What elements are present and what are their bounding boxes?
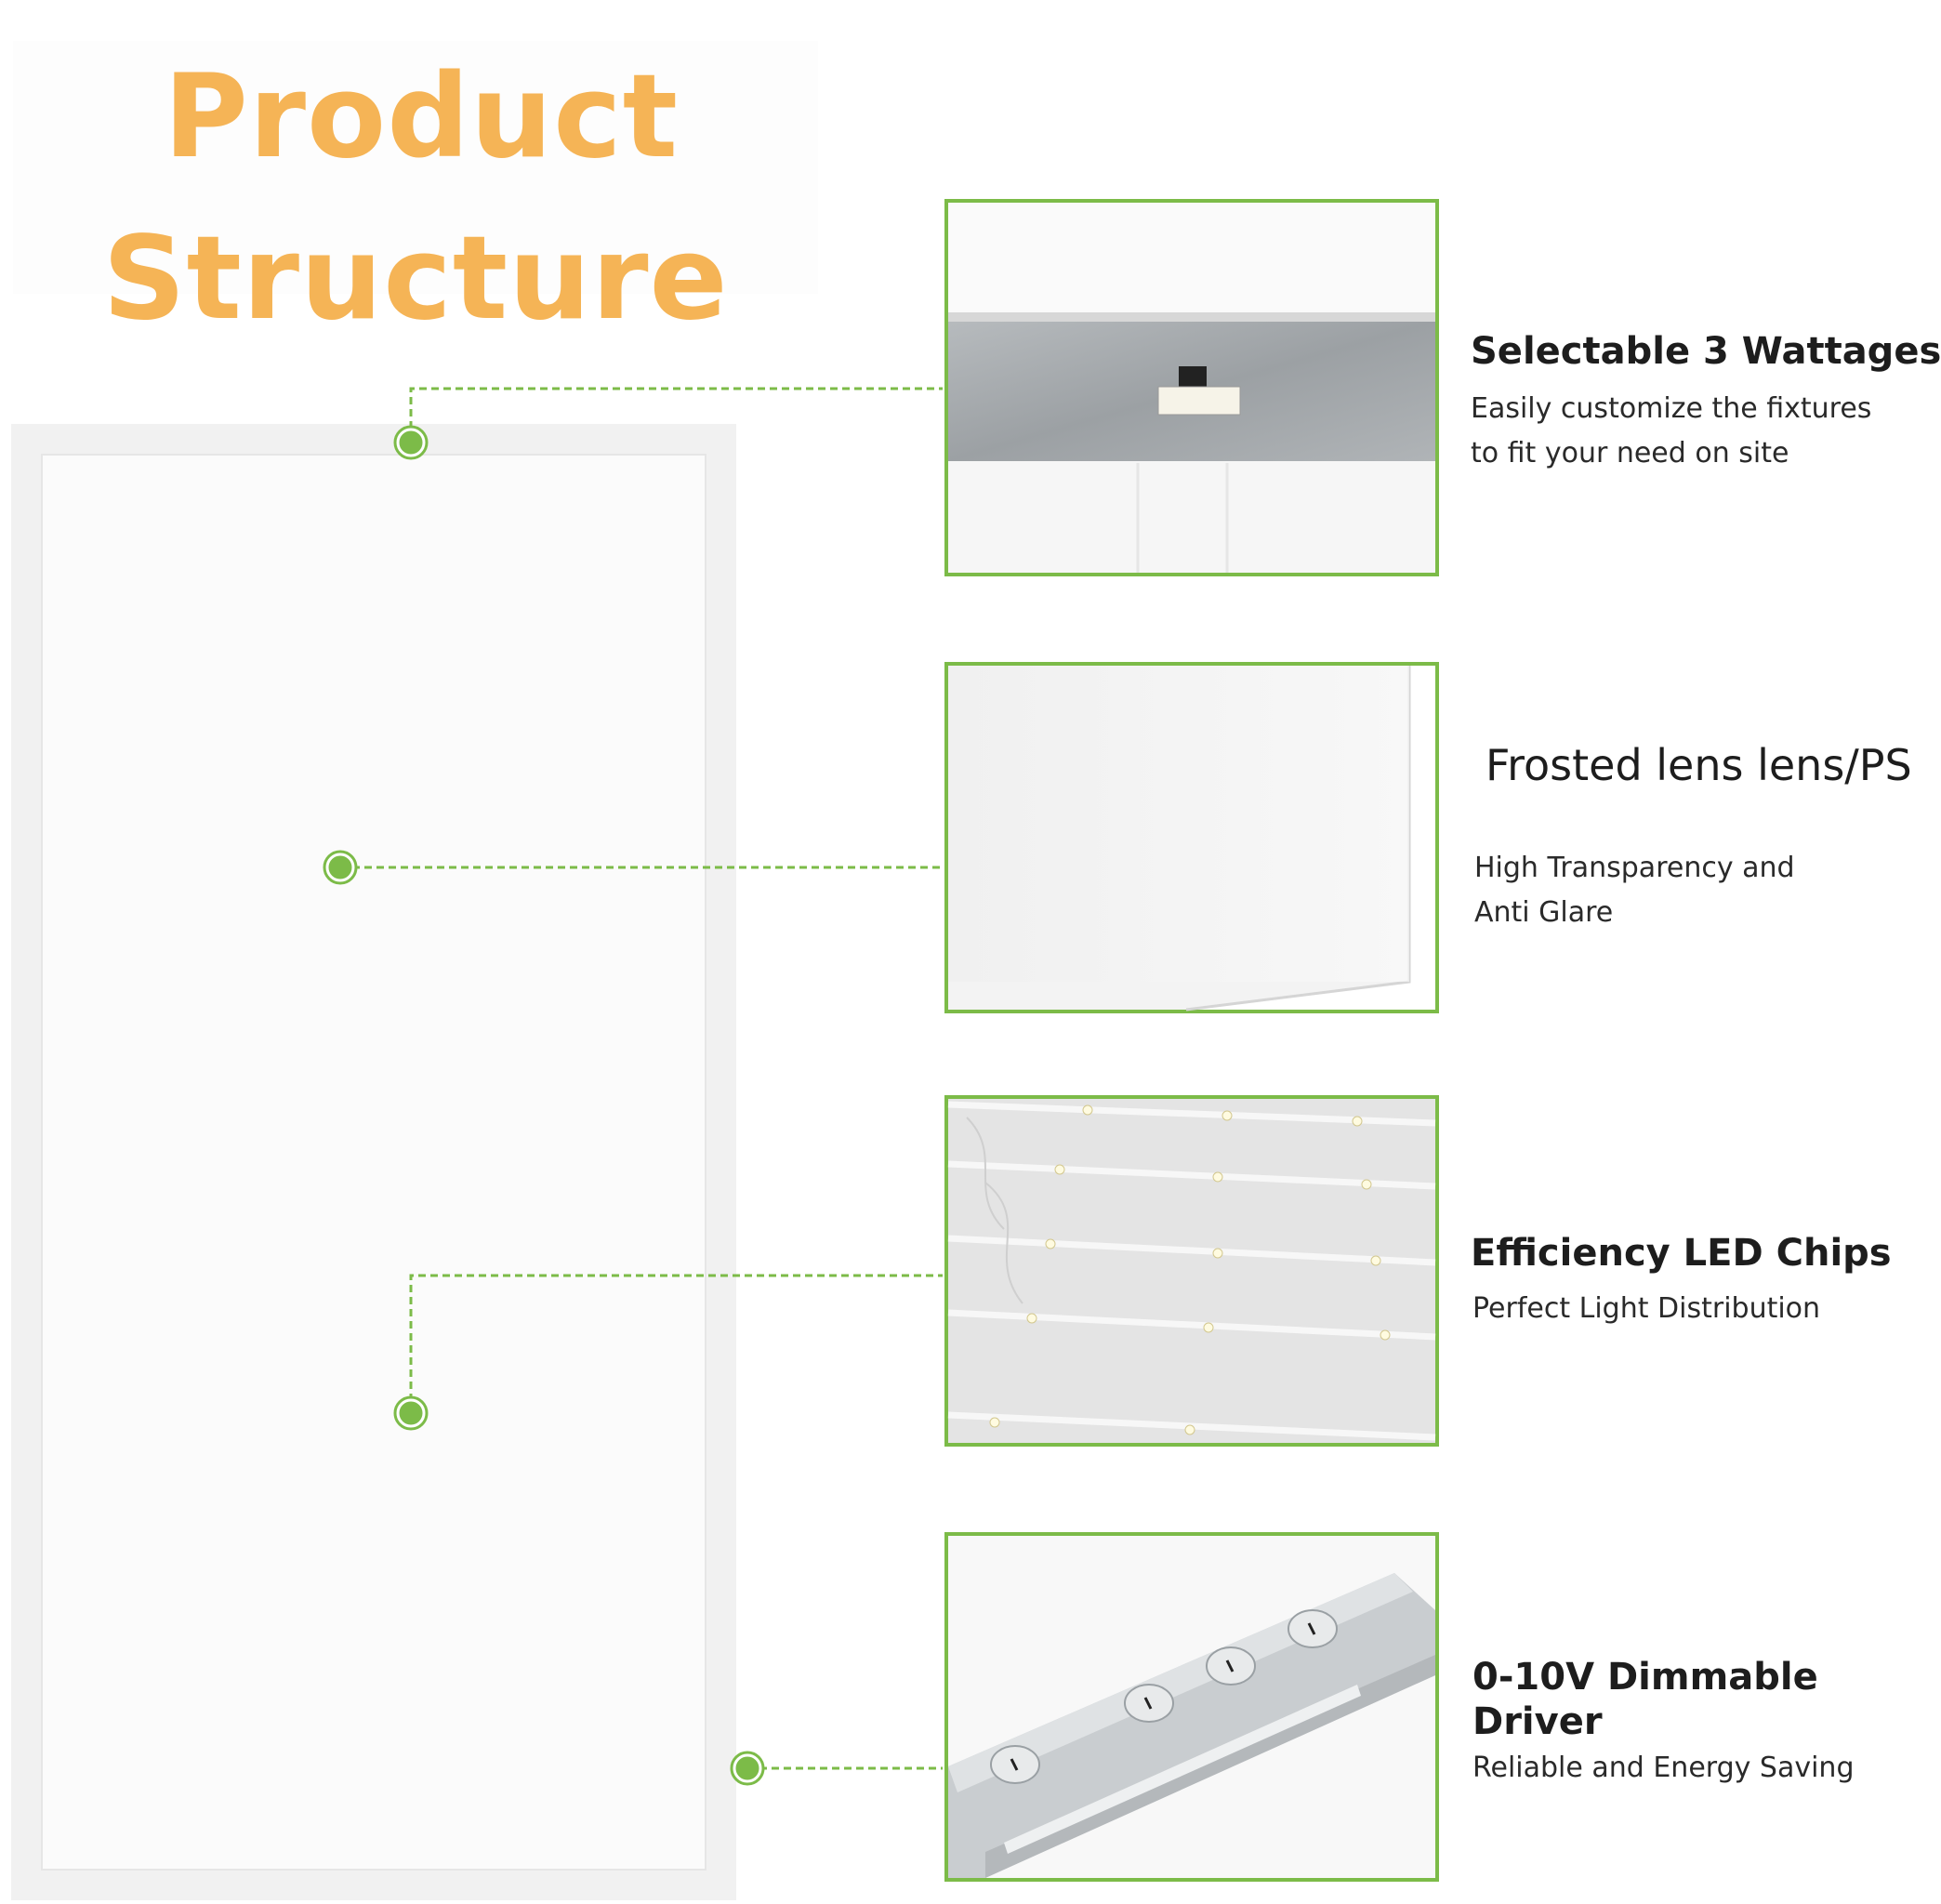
frosted-lens-photo <box>944 662 1439 1013</box>
feature-title-lens: Frosted lens lens/PS <box>1485 740 1912 790</box>
led-panel-image <box>11 424 736 1900</box>
feature-desc-lens-line2: Anti Glare <box>1474 896 1614 929</box>
feature-title-driver-line1: 0-10V Dimmable <box>1472 1656 1818 1699</box>
connector-dot-driver <box>731 1752 764 1785</box>
page-title-line2: Structure <box>102 212 729 346</box>
feature-desc-driver: Reliable and Energy Saving <box>1472 1752 1855 1784</box>
led-panel-face <box>41 454 706 1871</box>
page-title-line1: Product <box>163 50 680 184</box>
wattage-switch-photo <box>944 199 1439 576</box>
led-chips-photo <box>944 1095 1439 1447</box>
feature-desc-wattages-line2: to fit your need on site <box>1471 437 1789 469</box>
feature-title-wattages: Selectable 3 Wattages <box>1471 330 1941 373</box>
feature-title-led: Efficiency LED Chips <box>1471 1232 1892 1275</box>
dimmable-driver-photo <box>944 1532 1439 1882</box>
feature-desc-wattages-line1: Easily customize the fixtures <box>1471 392 1872 425</box>
feature-desc-lens-line1: High Transparency and <box>1474 852 1795 884</box>
feature-title-driver-line2: Driver <box>1472 1700 1603 1743</box>
title-box <box>13 41 818 294</box>
feature-desc-led: Perfect Light Distribution <box>1472 1292 1821 1325</box>
